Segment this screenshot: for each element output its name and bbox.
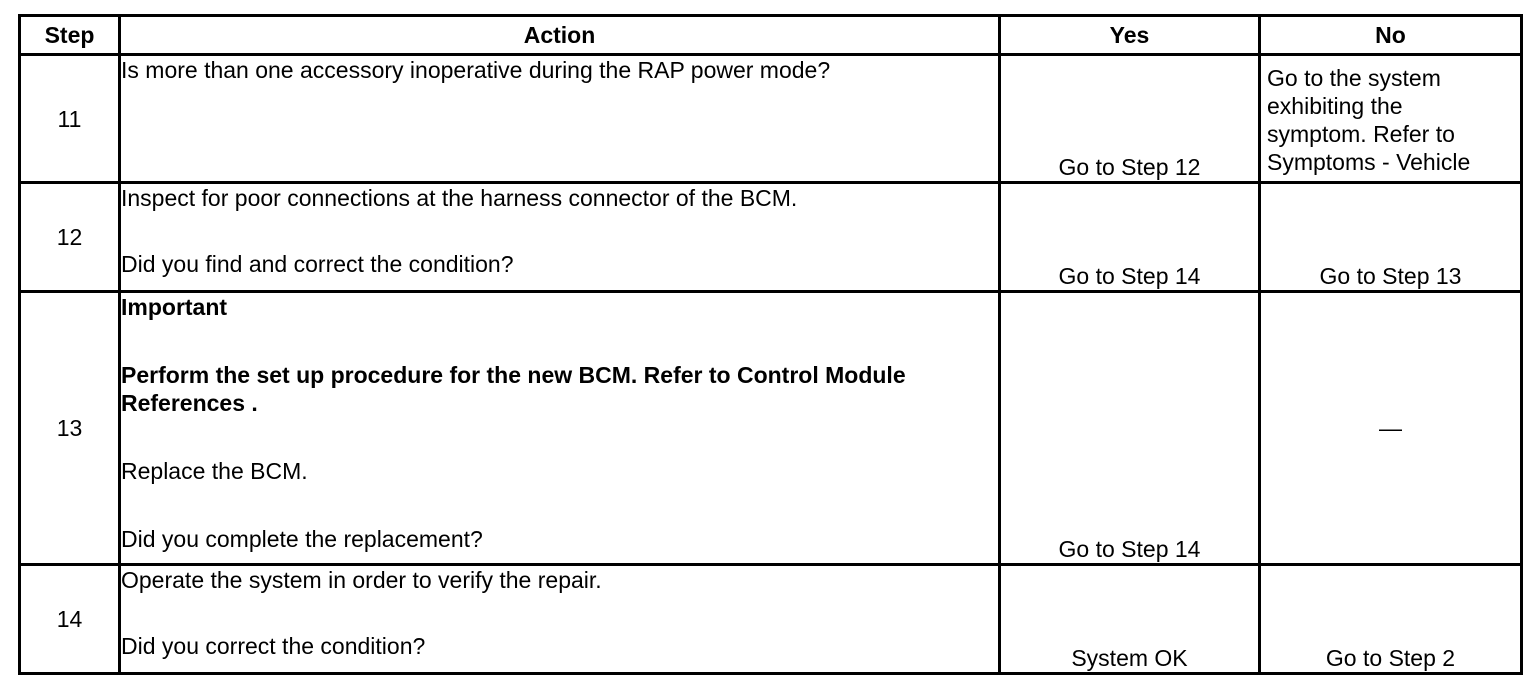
action-question: Is more than one accessory inoperative d… xyxy=(121,57,831,83)
no-cell: Go to the system exhibiting the symptom.… xyxy=(1258,52,1523,185)
important-note-line: Perform the set up procedure for the new… xyxy=(121,362,906,389)
yes-cell: Go to Step 12 xyxy=(998,52,1261,185)
no-line: Go to the system xyxy=(1267,65,1441,91)
step-number: 12 xyxy=(18,181,121,294)
table-row-step-12: 12 Inspect for poor connections at the h… xyxy=(18,181,1523,294)
header-action: Action xyxy=(118,14,1001,56)
important-label: Important xyxy=(121,294,228,321)
table-row-step-11: 11 Is more than one accessory inoperativ… xyxy=(18,52,1523,185)
action-cell: Is more than one accessory inoperative d… xyxy=(118,52,1001,185)
yes-cell: Go to Step 14 xyxy=(998,181,1261,294)
header-no: No xyxy=(1258,14,1523,56)
action-question: Did you correct the condition? xyxy=(121,632,426,659)
table-row-step-14: 14 Operate the system in order to verify… xyxy=(18,562,1523,676)
no-line: Symptoms - Vehicle xyxy=(1267,149,1471,175)
no-cell: Go to Step 13 xyxy=(1258,181,1523,294)
yes-cell: Go to Step 14 xyxy=(998,290,1261,566)
no-cell: — xyxy=(1258,290,1523,566)
header-step: Step xyxy=(18,14,121,56)
action-question: Did you find and correct the condition? xyxy=(121,251,514,278)
important-note-line: References . xyxy=(121,390,258,417)
action-cell: Important Perform the set up procedure f… xyxy=(118,290,1001,566)
step-number: 13 xyxy=(18,290,121,566)
yes-cell: System OK xyxy=(998,562,1261,676)
action-cell: Operate the system in order to verify th… xyxy=(118,562,1001,676)
diagnostic-table: Step Action Yes No 11 Is more than one a… xyxy=(18,14,1523,676)
action-instruction: Replace the BCM. xyxy=(121,458,308,485)
table-row-step-13: 13 Important Perform the set up procedur… xyxy=(18,290,1523,566)
diagnostic-table-container: Step Action Yes No 11 Is more than one a… xyxy=(18,14,1523,676)
step-number: 14 xyxy=(18,562,121,676)
no-cell: Go to Step 2 xyxy=(1258,562,1523,676)
no-line: exhibiting the xyxy=(1267,93,1403,119)
action-question: Did you complete the replacement? xyxy=(121,526,483,553)
header-row: Step Action Yes No xyxy=(18,14,1523,56)
action-instruction: Operate the system in order to verify th… xyxy=(121,566,602,593)
action-cell: Inspect for poor connections at the harn… xyxy=(118,181,1001,294)
header-yes: Yes xyxy=(998,14,1261,56)
step-number: 11 xyxy=(18,52,121,185)
action-instruction: Inspect for poor connections at the harn… xyxy=(121,185,798,212)
no-line: symptom. Refer to xyxy=(1267,121,1455,147)
